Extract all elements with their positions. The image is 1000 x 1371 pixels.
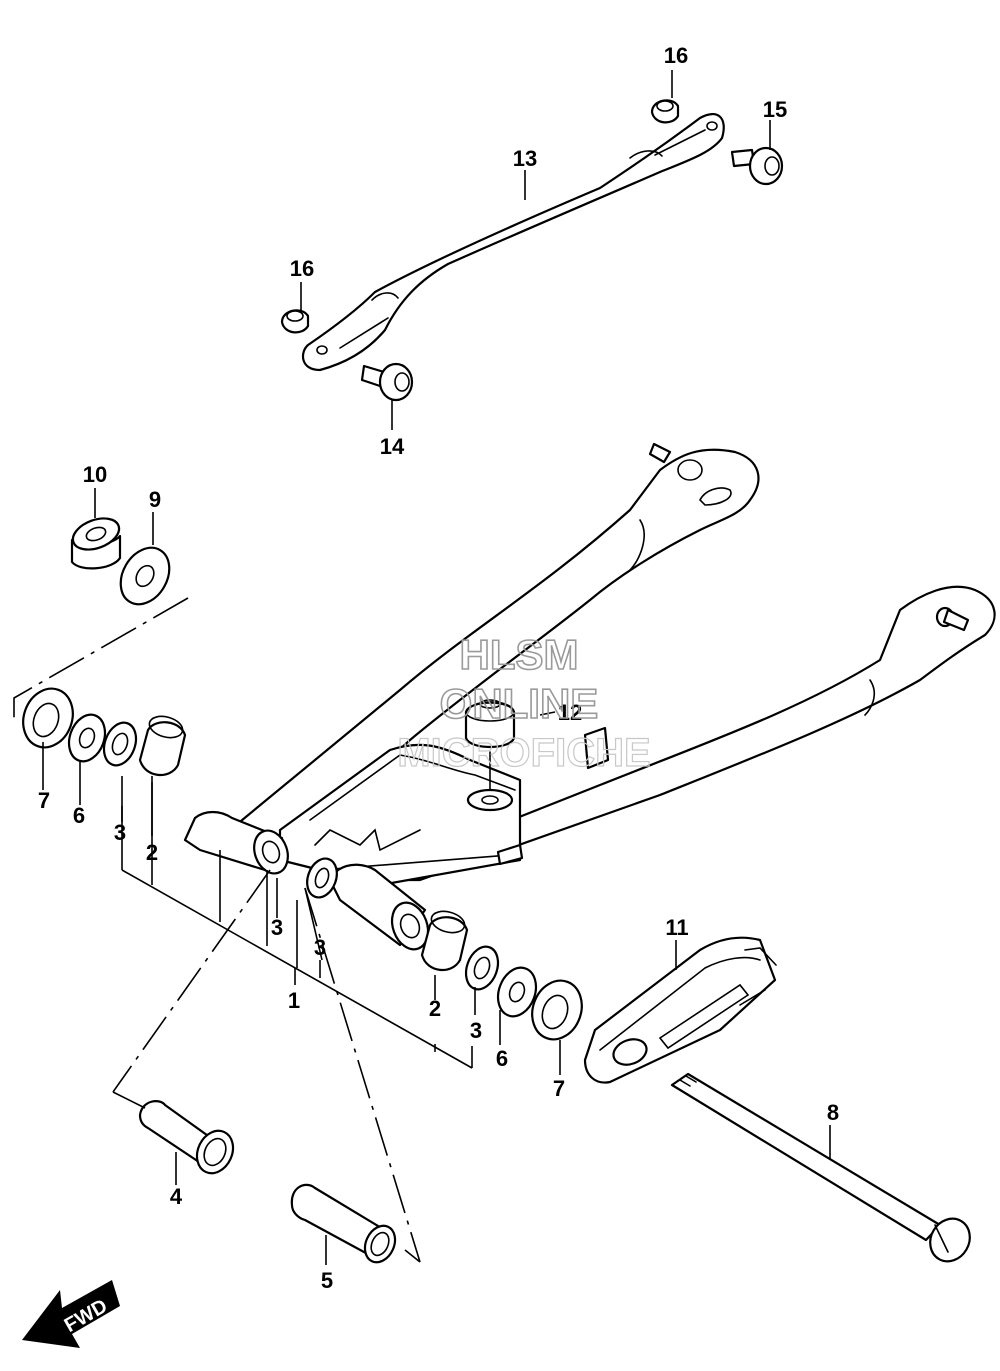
callout-14: 14 (380, 434, 405, 459)
callouts: 1 2 2 3 3 3 3 4 5 6 6 7 7 8 9 10 11 12 1… (38, 43, 839, 1293)
callout-6-left: 6 (73, 803, 85, 828)
fwd-arrow: FWD (22, 1280, 120, 1348)
leader-lines (13, 70, 831, 1265)
part-13-rail (301, 113, 725, 372)
part-7-right-seal (531, 979, 583, 1041)
callout-3-center-a: 3 (271, 915, 283, 940)
watermark-line-2: ONLINE (440, 680, 599, 727)
callout-11: 11 (665, 915, 688, 940)
part-11-chain-guide (583, 936, 777, 1084)
part-9-washer (119, 546, 171, 606)
part-15-bolt (730, 146, 784, 186)
part-1-swingarm (183, 442, 996, 951)
part-12-bumper (464, 699, 516, 812)
part-3-left-bearing (102, 721, 138, 767)
callout-3-center-b: 3 (314, 935, 326, 960)
callout-2-right: 2 (429, 996, 441, 1021)
part-3-right-bearing (464, 945, 500, 991)
part-6-right-spacer (496, 966, 538, 1018)
part-16-upper-nut (650, 99, 680, 124)
callout-2-left: 2 (146, 840, 158, 865)
callout-9: 9 (149, 487, 161, 512)
callout-16-top: 16 (664, 43, 688, 68)
callout-3-right: 3 (470, 1018, 482, 1043)
part-3-center-bearing (306, 857, 338, 899)
callout-16-left: 16 (290, 256, 314, 281)
part-4-sleeve (138, 1100, 235, 1175)
callout-10: 10 (83, 462, 107, 487)
callout-4: 4 (170, 1184, 183, 1209)
callout-5: 5 (321, 1268, 333, 1293)
callout-7-left: 7 (38, 788, 50, 813)
part-16-lower-nut (280, 309, 310, 334)
watermark-line-3: MICROFICHE (397, 731, 650, 775)
part-2-left-collar (138, 715, 187, 776)
callout-13: 13 (513, 146, 537, 171)
part-5-sleeve (290, 1183, 397, 1264)
watermark-line-1: HLSM (460, 631, 579, 678)
callout-6-right: 6 (496, 1046, 508, 1071)
part-6-left-spacer (67, 713, 107, 763)
part-2-right-collar (420, 910, 469, 971)
part-14-bolt (360, 362, 414, 402)
callout-1: 1 (288, 988, 300, 1013)
part-10-nut (70, 517, 122, 570)
callout-12: 12 (558, 700, 582, 725)
part-8-axle-bolt (670, 1072, 971, 1263)
callout-7-right: 7 (553, 1076, 565, 1101)
callout-3-left: 3 (114, 820, 126, 845)
callout-8: 8 (827, 1100, 839, 1125)
watermark: HLSM ONLINE MICROFICHE (397, 630, 652, 775)
part-7-left-seal (22, 687, 74, 749)
callout-15: 15 (763, 97, 787, 122)
